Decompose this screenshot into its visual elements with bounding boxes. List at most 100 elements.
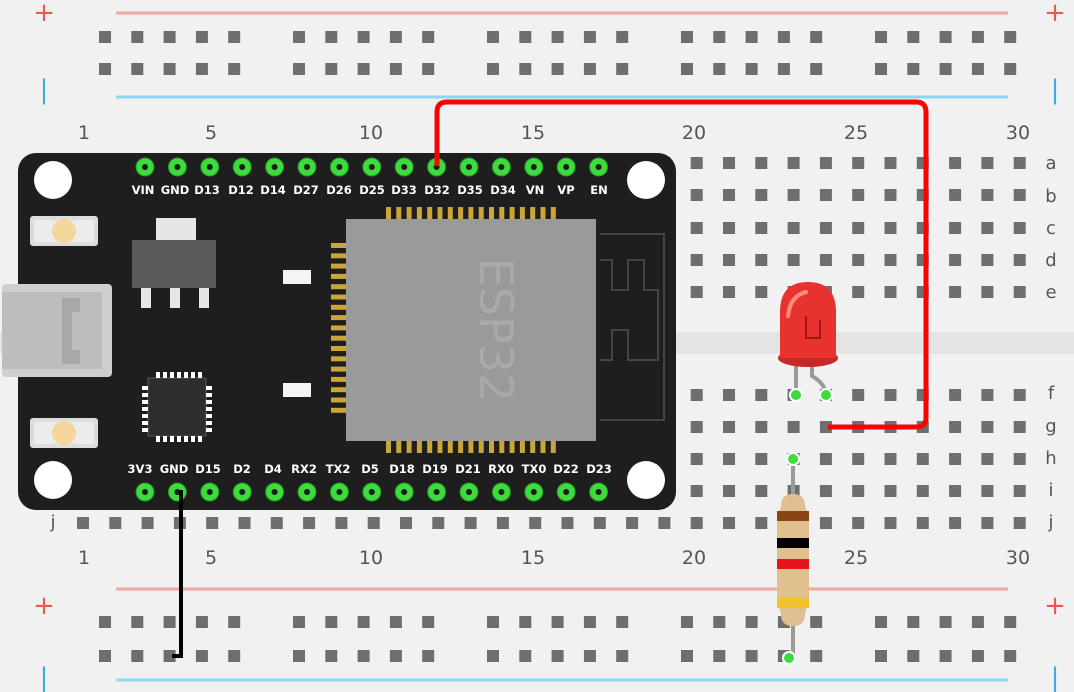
- connected-holes: [782, 388, 833, 665]
- breadboard-hole: [303, 517, 316, 529]
- breadboard-hole: [400, 517, 412, 529]
- col-number: 10: [359, 122, 383, 144]
- rail-hole: [1004, 650, 1017, 662]
- resistor-band-black: [777, 538, 809, 548]
- breadboard-hole: [723, 421, 735, 433]
- rail-hole: [131, 63, 144, 75]
- row-letter: e: [1045, 282, 1056, 303]
- breadboard-hole: [723, 157, 735, 169]
- rail-hole: [777, 63, 790, 75]
- rail-hole: [422, 31, 435, 43]
- resistor-bottom-hole: [782, 651, 796, 665]
- en-button[interactable]: [30, 216, 98, 246]
- breadboard-hole: [755, 254, 768, 266]
- breadboard-hole: [690, 421, 703, 433]
- breadboard-hole: [852, 485, 865, 497]
- breadboard-hole: [981, 421, 994, 433]
- breadboard-hole: [432, 517, 445, 529]
- resistor-band-gold: [777, 598, 809, 608]
- pin-label-d25: D25: [359, 183, 385, 197]
- pin-label-tx0: TX0: [522, 462, 547, 476]
- breadboard-hole: [755, 157, 768, 169]
- breadboard-hole: [755, 222, 768, 234]
- breadboard-hole: [949, 389, 962, 401]
- breadboard-hole: [690, 389, 703, 401]
- rail-hole: [907, 650, 920, 662]
- pin-label-d4: D4: [264, 462, 282, 476]
- breadboard-hole: [981, 286, 994, 298]
- breadboard-hole: [335, 517, 348, 529]
- voltage-regulator: [132, 218, 216, 308]
- led-cathode-hole: [819, 388, 833, 402]
- breadboard-hole: [949, 157, 962, 169]
- pin-label-d18: D18: [389, 462, 415, 476]
- rail-plus-bottom-left: +: [33, 591, 55, 621]
- usb-port: [2, 284, 112, 377]
- pin-label-d33: D33: [391, 183, 417, 197]
- rail-minus-top-left: |: [40, 75, 49, 105]
- rail-plus-bottom-right: +: [1044, 591, 1066, 621]
- breadboard-hole: [852, 453, 865, 465]
- breadboard-hole: [723, 286, 735, 298]
- breadboard-hole: [755, 286, 768, 298]
- antenna-trace: [600, 233, 665, 421]
- rail-hole: [131, 650, 144, 662]
- breadboard-hole: [626, 517, 639, 529]
- led-anode-hole: [789, 388, 803, 402]
- col-number: 15: [521, 122, 545, 144]
- usb-serial-chip: [142, 372, 212, 442]
- col-number: 1: [78, 547, 90, 569]
- col-number: 15: [521, 547, 545, 569]
- row-letter: h: [1045, 448, 1056, 469]
- black-ground-wire[interactable]: [172, 490, 183, 658]
- breadboard-hole: [1013, 389, 1026, 401]
- breadboard-hole: [367, 517, 380, 529]
- row-letter: f: [1048, 383, 1055, 404]
- breadboard-hole: [1013, 254, 1026, 266]
- boot-button[interactable]: [30, 418, 98, 448]
- breadboard-hole: [723, 453, 735, 465]
- pin-label-d27: D27: [293, 183, 319, 197]
- red-signal-wire[interactable]: [434, 99, 929, 430]
- breadboard-hole: [949, 485, 962, 497]
- breadboard-hole: [109, 517, 122, 529]
- breadboard-hole: [141, 517, 154, 529]
- breadboard-hole: [206, 517, 219, 529]
- breadboard-hole: [755, 485, 768, 497]
- breadboard-hole: [949, 286, 962, 298]
- breadboard-hole: [690, 485, 703, 497]
- rail-hole: [389, 31, 402, 43]
- rail-hole: [195, 616, 208, 628]
- breadboard-hole: [884, 254, 897, 266]
- rail-hole: [357, 616, 370, 628]
- rail-hole: [519, 616, 532, 628]
- rail-hole: [195, 63, 208, 75]
- row-letter: i: [1048, 480, 1053, 501]
- breadboard-hole: [884, 286, 897, 298]
- breadboard-hole: [819, 453, 832, 465]
- rail-hole: [745, 31, 758, 43]
- row-letter: g: [1045, 416, 1056, 437]
- pin-label-d21: D21: [455, 462, 481, 476]
- breadboard-hole: [77, 517, 89, 529]
- breadboard-hole: [1013, 485, 1026, 497]
- rail-hole: [99, 63, 111, 75]
- rail-hole: [99, 31, 111, 43]
- rail-hole: [1004, 616, 1017, 628]
- rail-hole: [583, 650, 596, 662]
- breadboard-hole: [787, 157, 800, 169]
- rail-hole: [325, 31, 338, 43]
- rail-hole: [99, 650, 111, 662]
- breadboard-hole: [561, 517, 574, 529]
- red-led[interactable]: [778, 282, 838, 397]
- breadboard-hole: [819, 222, 832, 234]
- pin-label-vin: VIN: [132, 183, 155, 197]
- breadboard-hole: [755, 453, 768, 465]
- esp32-chip-label: ESP32: [469, 258, 523, 403]
- resistor[interactable]: [777, 459, 809, 660]
- breadboard-hole: [1013, 286, 1026, 298]
- esp32-board[interactable]: ESP32: [2, 153, 676, 510]
- rail-hole: [810, 63, 823, 75]
- pin-label-en: EN: [590, 183, 607, 197]
- rail-hole: [875, 63, 887, 75]
